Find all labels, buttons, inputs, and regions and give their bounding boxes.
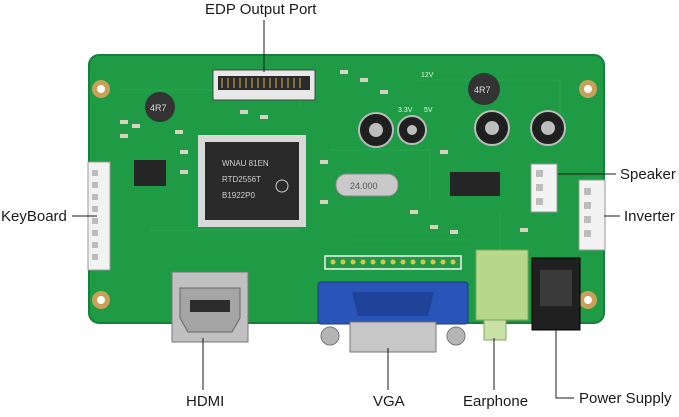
speaker-amp-chip xyxy=(450,172,500,196)
keyboard-label: KeyBoard xyxy=(1,208,67,225)
power-jack xyxy=(531,257,581,331)
pcb-traces xyxy=(120,79,561,260)
hdmi-port xyxy=(171,271,249,343)
chip-text-1: WNAU 81EN xyxy=(222,159,269,168)
main-chip: WNAU 81EN RTD2556T B1922P0 xyxy=(198,135,306,227)
keyboard-connector xyxy=(87,161,111,271)
inductor-left: 4R7 xyxy=(145,92,175,122)
mounting-holes xyxy=(92,80,597,309)
inverter-connector xyxy=(578,179,606,251)
smd-components xyxy=(120,70,528,234)
silk-12v: 12V xyxy=(421,72,434,79)
hdmi-label: HDMI xyxy=(186,393,225,410)
svg-text:4R7: 4R7 xyxy=(150,103,167,113)
callout-lines xyxy=(72,20,620,399)
earphone-jack xyxy=(475,249,529,341)
chip-text-2: RTD2556T xyxy=(222,175,261,184)
silk-5v: 5V xyxy=(424,107,433,114)
speaker-connector xyxy=(530,163,558,213)
pin-header xyxy=(324,255,462,270)
earphone-label: Earphone xyxy=(463,393,529,410)
power-supply-label: Power Supply xyxy=(579,390,672,407)
vga-label: VGA xyxy=(373,393,405,410)
chip-text-3: B1922P0 xyxy=(222,191,255,200)
crystal-oscillator: 24.000 xyxy=(335,173,399,197)
capacitors xyxy=(358,110,566,148)
small-chip xyxy=(134,160,166,186)
speaker-label: Speaker xyxy=(620,166,676,183)
edp-output-port-label: EDP Output Port xyxy=(205,1,317,18)
inverter-label: Inverter xyxy=(624,208,675,225)
crystal-label: 24.000 xyxy=(350,181,378,191)
svg-text:4R7: 4R7 xyxy=(474,85,491,95)
edp-connector xyxy=(212,69,316,101)
inductor-right: 4R7 xyxy=(468,73,500,105)
vga-port xyxy=(317,281,469,353)
power-leader xyxy=(555,326,574,399)
silk-3v3: 3.3V xyxy=(398,107,413,114)
